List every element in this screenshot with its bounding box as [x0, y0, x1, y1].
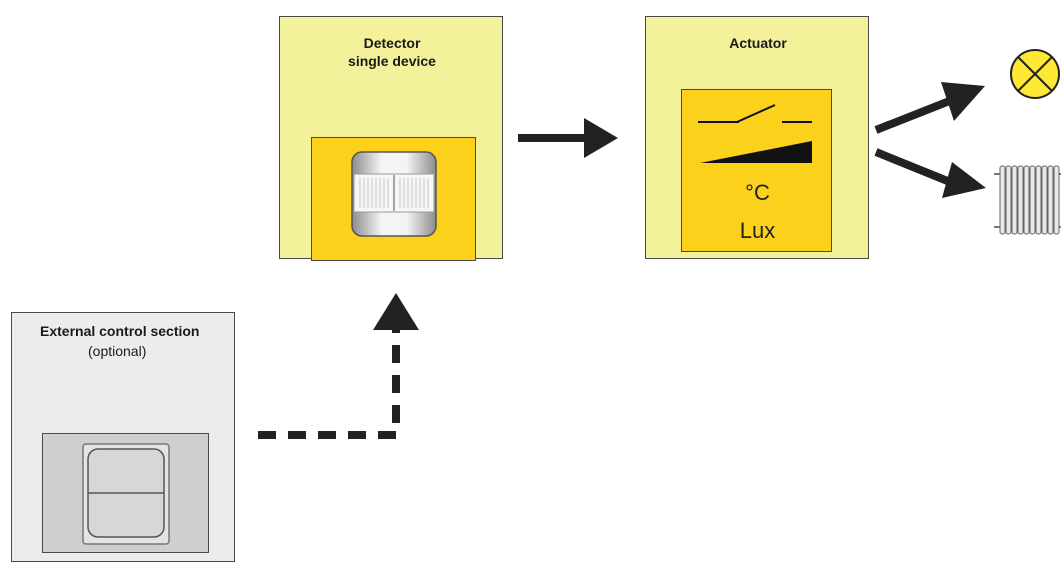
detector-title-line2: single device: [348, 53, 436, 69]
actuator-box: Actuator °C Lux: [645, 16, 869, 259]
unit-temperature: °C: [745, 180, 770, 205]
external-inner-panel: [42, 433, 209, 553]
detector-title-line1: Detector: [363, 35, 421, 51]
actuator-to-radiator-arrow: [874, 148, 986, 198]
detector-box: Detector single device: [279, 16, 504, 261]
actuator-symbols: [698, 104, 812, 163]
actuator-title: Actuator: [729, 35, 787, 51]
motion-detector-icon: [351, 151, 437, 237]
switch-contact-icon: [698, 104, 812, 123]
actuator-inner-panel: °C Lux: [681, 89, 832, 252]
detector-inner-panel: [311, 137, 476, 261]
external-to-detector-arrow: [258, 293, 419, 439]
detector-title: Detector single device: [280, 34, 504, 70]
push-button-icon: [82, 443, 170, 545]
actuator-to-lamp-arrow: [874, 82, 985, 134]
external-control-box: External control section (optional): [11, 312, 235, 562]
detector-to-actuator-arrow: [518, 118, 618, 158]
external-subtitle: (optional): [88, 343, 147, 359]
dimmer-ramp-icon: [700, 141, 812, 163]
unit-lux: Lux: [739, 218, 776, 243]
lamp-icon: [1010, 49, 1060, 99]
radiator-icon: [994, 165, 1061, 235]
external-title: External control section: [40, 323, 200, 339]
